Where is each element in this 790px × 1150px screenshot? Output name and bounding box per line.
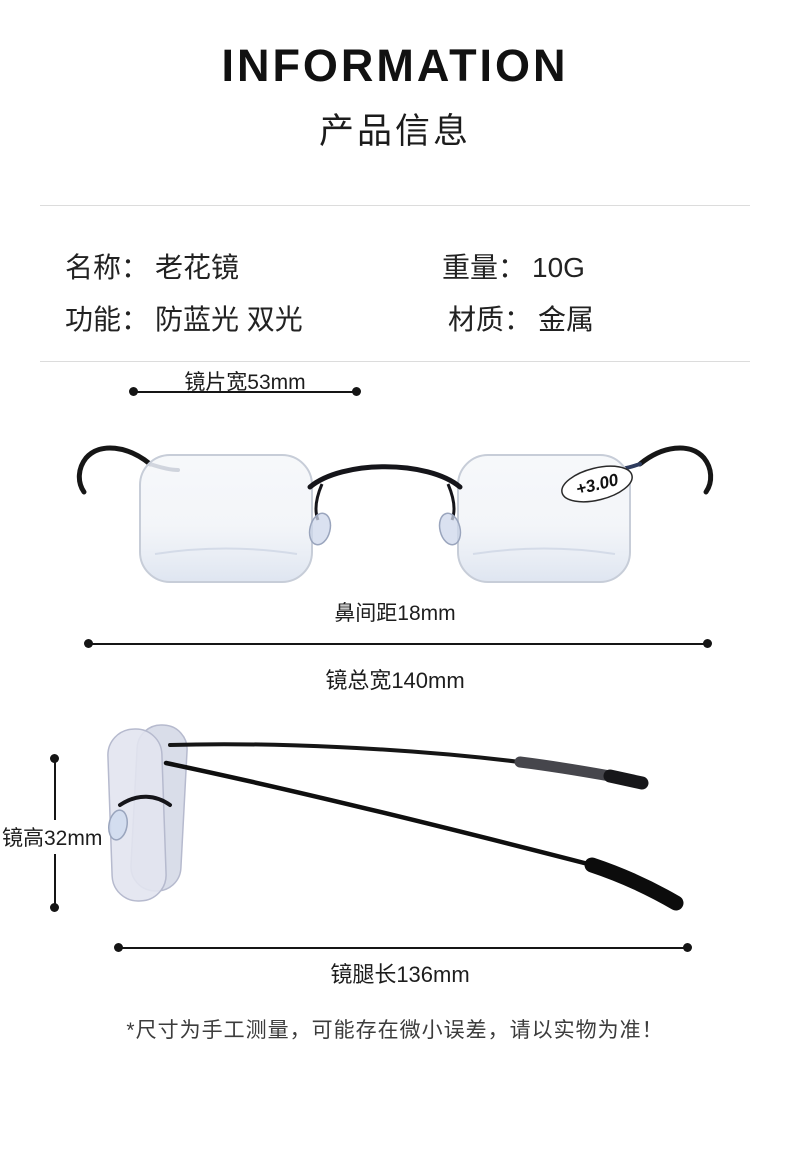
spec-material-value: 金属 (538, 304, 595, 335)
spec-name: 名称：老花镜 (65, 246, 239, 286)
page-subtitle: 产品信息 (318, 112, 471, 151)
spec-name-label: 名称： (65, 252, 150, 283)
nose-distance-label: 鼻间距18mm (334, 602, 456, 625)
lower-temple-tip (584, 857, 684, 911)
measure-dot (84, 639, 93, 648)
page-title: INFORMATION (221, 40, 569, 91)
measure-dot (703, 639, 712, 648)
measure-dot (683, 943, 692, 952)
left-lens (139, 454, 313, 583)
left-temple (76, 445, 153, 495)
spec-material: 材质：金属 (448, 298, 594, 338)
upper-temple-tip (603, 769, 649, 790)
upper-temple-sleeve (514, 756, 616, 782)
temple-length-label: 镜腿长136mm (330, 962, 470, 987)
power-sticker-oval (561, 465, 633, 503)
power-sticker: +3.00 (561, 465, 633, 503)
spec-name-value: 老花镜 (155, 252, 240, 283)
spec-material-label: 材质： (448, 304, 533, 335)
temple-length-measure-line (114, 943, 692, 952)
lower-temple (163, 760, 595, 868)
glasses-side-view (107, 724, 684, 911)
spec-function: 功能：防蓝光 双光 (65, 298, 303, 338)
bridge (307, 464, 463, 490)
right-nosepad (438, 512, 462, 546)
near-lens-side (107, 728, 167, 902)
left-nosepad (308, 512, 332, 546)
measure-dot (129, 387, 138, 396)
measure-dot (352, 387, 361, 396)
measure-dot (50, 754, 59, 763)
divider-middle (40, 361, 750, 362)
lens-height-label: 镜高32mm (2, 820, 102, 854)
spec-function-value: 防蓝光 双光 (155, 304, 303, 335)
lens-width-label: 镜片宽53mm (184, 371, 306, 394)
right-bifocal-line (472, 547, 616, 555)
bridge-side (118, 794, 172, 807)
spec-weight: 重量：10G (442, 246, 585, 286)
right-temple (637, 445, 714, 495)
divider-top (40, 205, 750, 206)
footnote: *尺寸为手工测量，可能存在微小误差，请以实物为准！ (126, 1019, 664, 1042)
total-width-measure-line (84, 639, 712, 648)
upper-temple (168, 742, 522, 764)
measure-dot (50, 903, 59, 912)
spec-function-label: 功能： (65, 304, 150, 335)
lens-width-measure-line (129, 387, 361, 396)
left-bifocal-line (154, 547, 298, 555)
measure-dot (114, 943, 123, 952)
spec-weight-value: 10G (532, 252, 585, 283)
glasses-front-view: +3.00 (76, 445, 714, 583)
nosepad-side (108, 809, 128, 841)
total-width-label: 镜总宽140mm (325, 668, 465, 693)
spec-weight-label: 重量： (442, 252, 527, 283)
